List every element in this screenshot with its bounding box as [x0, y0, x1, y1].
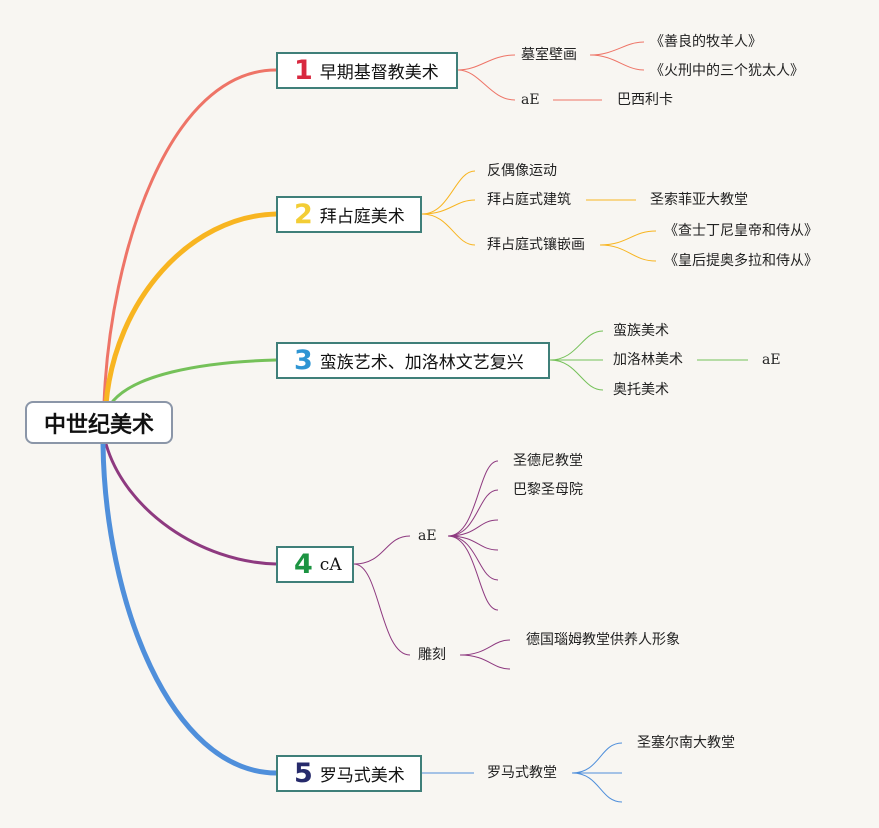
node-4-1[interactable]: aE [418, 528, 437, 544]
node-5-1-1[interactable]: 圣塞尔南大教堂 [637, 735, 735, 751]
topic-3[interactable]: 3 蛮族艺术、加洛林文艺复兴 [276, 342, 550, 379]
topic-2[interactable]: 2 拜占庭美术 [276, 196, 422, 233]
branch-4-subtree [353, 460, 511, 670]
node-3-3[interactable]: 奥托美术 [613, 382, 669, 398]
node-3-2[interactable]: 加洛林美术 [613, 352, 683, 368]
branch-2 [103, 211, 277, 405]
node-5-1[interactable]: 罗马式教堂 [487, 765, 557, 781]
node-1-1[interactable]: 墓室壁画 [521, 47, 577, 63]
node-1-2-1[interactable]: 巴西利卡 [617, 92, 673, 108]
node-4-1-2[interactable]: 巴黎圣母院 [513, 482, 583, 498]
topic-label-4: cA [319, 554, 342, 575]
topic-4[interactable]: 4 cA [276, 546, 354, 583]
topic-number-5: 5 [294, 758, 313, 789]
topic-label-5: 罗马式美术 [319, 766, 405, 786]
branch-4 [104, 443, 277, 566]
node-2-2-1[interactable]: 圣索菲亚大教堂 [650, 192, 748, 208]
branch-1-subtree [457, 41, 645, 101]
topic-label-3: 蛮族艺术、加洛林文艺复兴 [319, 353, 524, 373]
node-2-3-1[interactable]: 《查士丁尼皇帝和侍从》 [664, 223, 818, 239]
topic-number-3: 3 [294, 345, 313, 376]
node-4-2[interactable]: 雕刻 [418, 647, 446, 663]
node-4-1-1[interactable]: 圣德尼教堂 [513, 453, 583, 469]
node-3-1[interactable]: 蛮族美术 [613, 323, 669, 339]
branch-5 [100, 443, 277, 776]
node-4-2-1[interactable]: 德国瑙姆教堂供养人形象 [526, 632, 680, 648]
node-2-3[interactable]: 拜占庭式镶嵌画 [487, 237, 585, 253]
topic-number-4: 4 [294, 549, 313, 580]
node-2-3-2[interactable]: 《皇后提奥多拉和侍从》 [664, 253, 818, 269]
branch-3-subtree [549, 330, 748, 391]
node-2-1[interactable]: 反偶像运动 [487, 163, 557, 179]
branch-3 [108, 358, 277, 406]
branch-2-subtree [421, 170, 657, 262]
node-1-1-2[interactable]: 《火刑中的三个犹太人》 [650, 63, 804, 79]
node-1-2[interactable]: aE [521, 92, 540, 108]
root-label: 中世纪美术 [43, 412, 154, 438]
node-2-2[interactable]: 拜占庭式建筑 [487, 192, 571, 208]
topic-number-2: 2 [294, 199, 313, 230]
topic-label-1: 早期基督教美术 [319, 63, 439, 83]
topic-5[interactable]: 5 罗马式美术 [276, 755, 422, 792]
topic-1[interactable]: 1 早期基督教美术 [276, 52, 458, 89]
node-1-1-1[interactable]: 《善良的牧羊人》 [650, 34, 762, 50]
branch-5-subtree [422, 742, 623, 803]
topic-label-2: 拜占庭美术 [319, 207, 405, 227]
topic-number-1: 1 [294, 55, 313, 86]
branch-1 [102, 68, 277, 405]
root-node[interactable]: 中世纪美术 [25, 401, 173, 444]
node-3-2-1[interactable]: aE [762, 352, 781, 368]
